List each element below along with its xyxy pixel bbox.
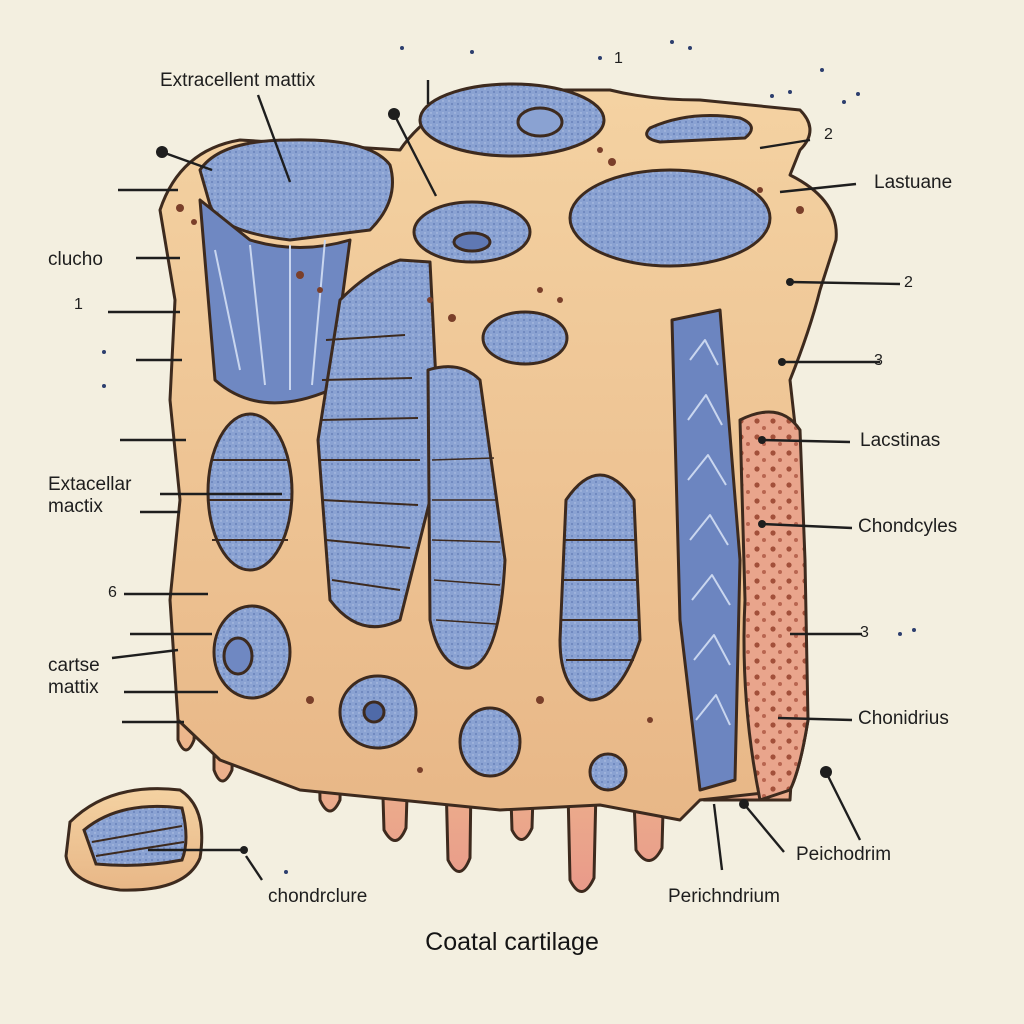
label-chondcyles: Chondcyles [858,516,958,537]
label-number-6-left: 6 [108,584,117,601]
round-cell-3 [458,706,522,778]
label-peichodrim: Peichodrim [796,844,892,865]
label-number-2-right: 2 [904,274,913,291]
top-cell-2 [645,114,753,144]
label-number-3-right: 3 [874,352,883,369]
label-lacstinas: Lacstinas [860,430,941,451]
label-extracellent-mattix: Extracellent mattix [160,70,316,91]
label-lastuane: Lastuane [874,172,953,193]
striated-cell [558,473,642,702]
label-number-2-top: 2 [824,126,833,143]
leader-dots [156,108,832,854]
cartilage-block [158,82,838,893]
top-cell-right [568,168,772,268]
column-top-left [198,138,394,242]
small-piece [64,787,204,892]
perichondrium-strip [738,410,810,802]
label-extacellar-mactix: Extacellar mactix [48,474,132,517]
fiber-column [670,308,742,792]
label-number-3-lower: 3 [860,624,869,641]
label-perichndrium: Perichndrium [668,886,780,907]
diagram-title: Coatal cartilage [425,928,599,956]
label-clucho: clucho [48,249,103,270]
segmented-cell [206,412,294,572]
long-column [426,365,507,670]
label-cartse-mattix: cartse mattix [48,655,100,698]
label-chondrclure: chondrclure [268,886,368,907]
curl-cell [481,310,569,366]
label-chonidrius: Chonidrius [858,708,949,729]
top-cell-1 [418,82,606,158]
label-number-1-top: 1 [614,50,623,67]
stacked-column [316,258,442,629]
matrix-pores [176,147,804,773]
label-number-1-left: 1 [74,296,83,313]
leader-lines [108,80,901,881]
speckles [102,40,916,874]
round-cell-4 [588,752,628,792]
